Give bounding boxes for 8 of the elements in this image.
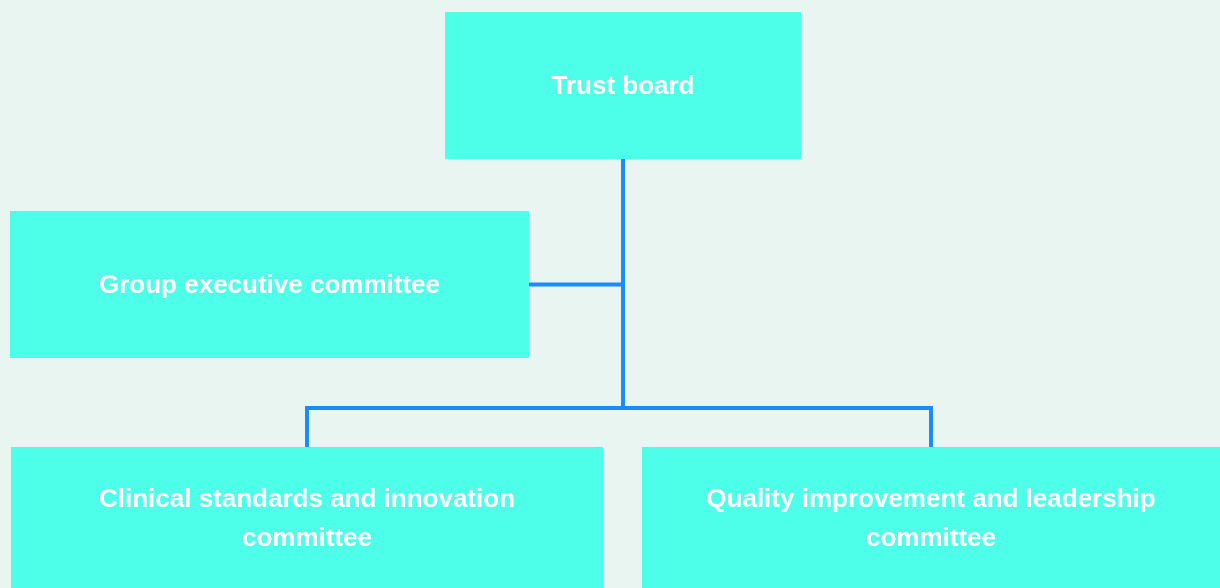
committee-box — [445, 12, 801, 159]
box-label: Clinical standards and innovation committee — [97, 481, 517, 554]
committee-box — [642, 447, 1220, 588]
box-label: Quality improvement and leadership committee — [705, 481, 1157, 554]
committee-box — [11, 447, 603, 588]
committee-box — [10, 211, 529, 358]
box-label: Trust board — [551, 69, 695, 102]
box-label: Group executive committee — [99, 268, 440, 301]
